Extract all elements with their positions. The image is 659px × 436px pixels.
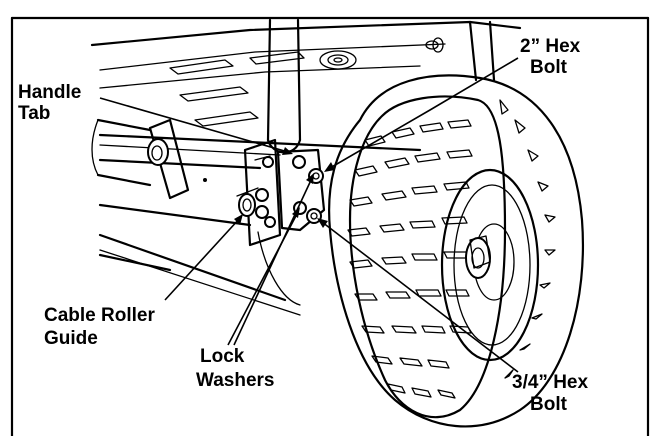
lock-washers-leader-b [233,177,313,346]
label-lock-washers: Lock Washers [196,346,275,391]
wheel-drawing [328,74,584,428]
hex-bolt-2in-line-2: Bolt [530,57,568,78]
generator-frame-drawing [90,18,522,316]
handle-tab-leader [99,97,289,153]
callout-leaders [99,57,519,373]
hex-bolt-3-4in-line-2: Bolt [530,394,568,415]
handle-tab-line-2: Tab [18,103,50,124]
cable-roller-guide-line-2: Guide [44,328,98,349]
label-cable-roller-guide: Cable Roller Guide [44,305,155,349]
hex-bolt-3-4in-leader [321,221,519,373]
label-hex-bolt-2in: 2” Hex Bolt [520,36,581,78]
hex-bolt-3-4in-line-1: 3/4” Hex [512,372,588,393]
hex-bolt-2in-line-1: 2” Hex [520,36,581,57]
hex-bolt-2in-leader [329,57,519,169]
handle-tab-line-1: Handle [18,82,81,103]
lock-washers-line-1: Lock [200,346,245,367]
label-hex-bolt-3-4in: 3/4” Hex Bolt [512,372,588,415]
label-handle-tab: Handle Tab [18,82,81,124]
lock-washers-line-2: Washers [196,370,275,391]
figure-frame [10,16,650,436]
cable-roller-guide-leader [164,217,241,301]
cable-roller-guide-line-1: Cable Roller [44,305,155,326]
